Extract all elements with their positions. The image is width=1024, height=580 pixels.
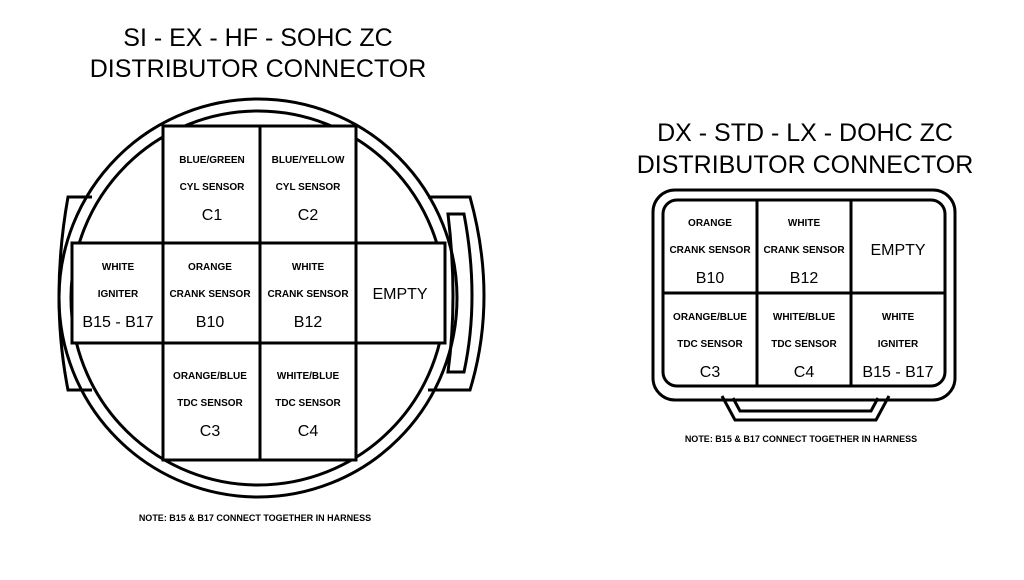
- left-connector: SI - EX - HF - SOHC ZC DISTRIBUTOR CONNE…: [57, 24, 486, 523]
- pin-function: IGNITER: [878, 339, 919, 350]
- right-title-line1: DX - STD - LX - DOHC ZC: [657, 119, 953, 147]
- pin-id: B12: [790, 270, 819, 287]
- wire-color: WHITE: [788, 218, 821, 229]
- wire-color: WHITE: [882, 312, 915, 323]
- pin-function: CRANK SENSOR: [763, 245, 845, 256]
- left-title-line1: SI - EX - HF - SOHC ZC: [123, 24, 392, 52]
- wire-color: WHITE: [292, 262, 325, 273]
- wire-color: ORANGE: [688, 218, 732, 229]
- pin-function: CYL SENSOR: [180, 182, 246, 193]
- wire-color: WHITE: [102, 262, 135, 273]
- right-note: NOTE: B15 & B17 CONNECT TOGETHER IN HARN…: [685, 434, 917, 444]
- latch-slot: [446, 212, 474, 374]
- cell-c3: [161, 341, 262, 462]
- pin-function: CRANK SENSOR: [169, 289, 251, 300]
- pin-id: C3: [200, 423, 221, 440]
- cell-b15-b17: [70, 241, 165, 345]
- pin-function: TDC SENSOR: [677, 339, 743, 350]
- pin-function: CYL SENSOR: [276, 182, 342, 193]
- pin-id: B10: [196, 314, 225, 331]
- pin-function: IGNITER: [98, 289, 139, 300]
- latch-slot: [731, 397, 880, 413]
- pin-id: B10: [696, 270, 725, 287]
- pin-function: TDC SENSOR: [275, 398, 341, 409]
- connector-outer-ring: [57, 97, 459, 499]
- right-connector: DX - STD - LX - DOHC ZC DISTRIBUTOR CONN…: [637, 119, 974, 444]
- left-title-line2: DISTRIBUTOR CONNECTOR: [90, 55, 427, 83]
- cell-c2: [258, 124, 358, 245]
- pin-function: TDC SENSOR: [771, 339, 837, 350]
- pin-id: B15 - B17: [862, 364, 933, 381]
- right-title-line2: DISTRIBUTOR CONNECTOR: [637, 151, 974, 179]
- wire-color: ORANGE: [188, 262, 232, 273]
- wire-color: BLUE/YELLOW: [272, 155, 345, 166]
- cell-empty: [354, 241, 447, 345]
- pin-function: CRANK SENSOR: [669, 245, 751, 256]
- pin-function: CRANK SENSOR: [267, 289, 349, 300]
- pin-id: C4: [794, 364, 815, 381]
- wire-color: WHITE/BLUE: [773, 312, 836, 323]
- wire-color: BLUE/GREEN: [179, 155, 245, 166]
- cell-b12: [258, 241, 358, 345]
- empty-label: EMPTY: [372, 286, 427, 303]
- left-note: NOTE: B15 & B17 CONNECT TOGETHER IN HARN…: [139, 513, 371, 523]
- cell-c4: [258, 341, 358, 462]
- pin-id: C4: [298, 423, 319, 440]
- empty-label: EMPTY: [870, 242, 925, 259]
- wire-color: ORANGE/BLUE: [173, 371, 247, 382]
- pin-id: C1: [202, 207, 223, 224]
- bottom-latch-tab: [720, 395, 891, 422]
- pin-function: TDC SENSOR: [177, 398, 243, 409]
- pin-id: C2: [298, 207, 319, 224]
- right-latch-tab: [428, 195, 486, 392]
- connector-outer-shell: [651, 188, 957, 402]
- pin-id: B12: [294, 314, 323, 331]
- wire-color: ORANGE/BLUE: [673, 312, 747, 323]
- pin-id: C3: [700, 364, 721, 381]
- wire-color: WHITE/BLUE: [277, 371, 340, 382]
- pin-id: B15 - B17: [82, 314, 153, 331]
